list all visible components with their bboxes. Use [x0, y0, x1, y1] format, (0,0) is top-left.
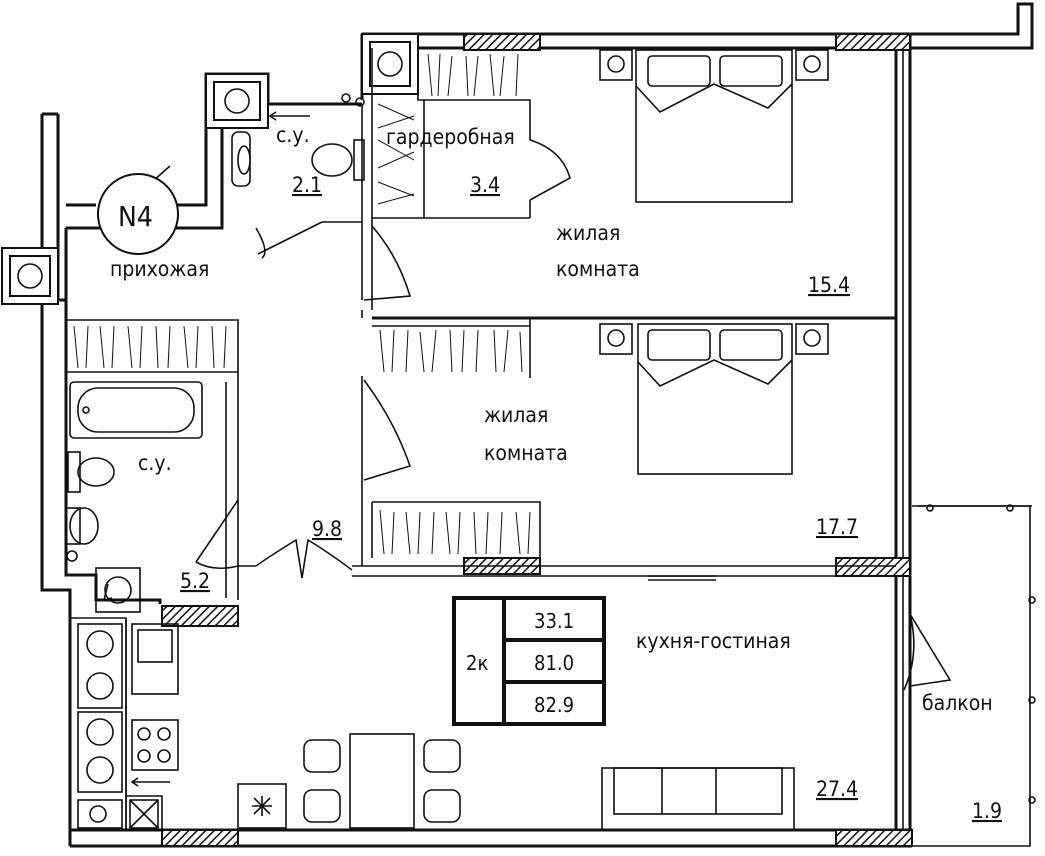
- beds: [599, 49, 829, 475]
- balcony: [912, 504, 1036, 847]
- area-balcony: 1.9: [972, 799, 1002, 823]
- area-bedroom2: 17.7: [816, 515, 858, 539]
- area-bathroom: 5.2: [180, 569, 210, 593]
- label-balcony: балкон: [922, 691, 993, 715]
- total-area-with-balcony: 82.9: [534, 693, 574, 717]
- label-bedroom1-line1: жилая: [556, 221, 620, 245]
- area-bedroom1: 15.4: [808, 273, 850, 297]
- label-bedroom2-line1: жилая: [484, 403, 548, 427]
- structural-columns: [161, 33, 913, 847]
- summary-box: 2к 33.1 81.0 82.9: [452, 596, 606, 726]
- entrance-marker-label: N4: [118, 200, 153, 233]
- kitchen-furniture: [77, 623, 795, 831]
- label-bedroom2-line2: комната: [484, 441, 568, 465]
- entrance-marker: N4: [97, 165, 179, 255]
- label-hallway: прихожая: [110, 257, 209, 281]
- room-labels: прихожая с.у. 2.1 гардеробная 3.4 жилая …: [110, 123, 1002, 823]
- label-kitchen-living: кухня-гостиная: [636, 629, 791, 653]
- interior-walls: [66, 48, 896, 830]
- area-kitchen-living: 27.4: [816, 777, 858, 801]
- label-bedroom1-line2: комната: [556, 257, 640, 281]
- living-area: 33.1: [534, 609, 574, 633]
- area-corridor: 9.8: [312, 517, 342, 541]
- label-wc-small: с.у.: [276, 123, 310, 147]
- total-area: 81.0: [534, 651, 574, 675]
- label-bathroom: с.у.: [138, 451, 172, 475]
- label-wardrobe: гардеробная: [386, 125, 515, 149]
- area-wardrobe: 3.4: [470, 173, 500, 197]
- apartment-type: 2к: [466, 651, 488, 675]
- area-wc-small: 2.1: [292, 173, 322, 197]
- bathroom-fixtures: [65, 93, 365, 613]
- doors: [195, 139, 952, 691]
- ventilation-shafts: [1, 33, 419, 305]
- wardrobe-fills: [73, 53, 531, 555]
